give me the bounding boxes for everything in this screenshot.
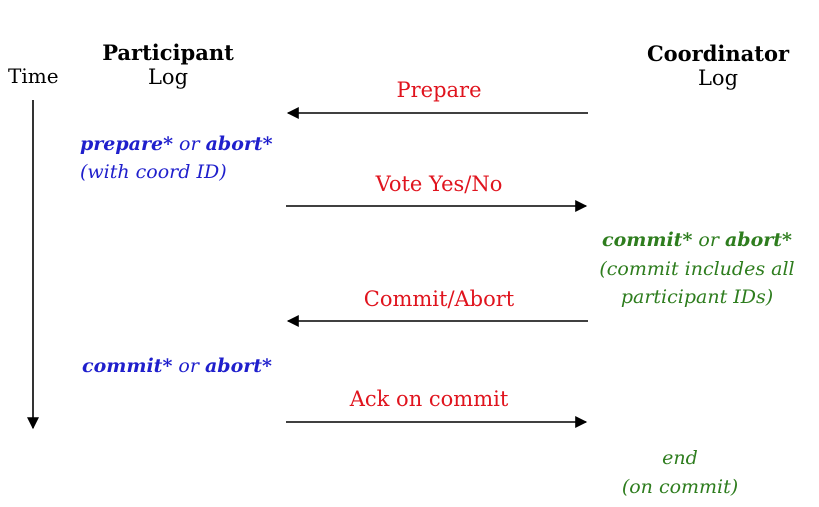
participant-log-label: Log bbox=[147, 65, 189, 89]
participant-log-entry-prepare: prepare* or abort* bbox=[80, 133, 273, 155]
keyword-prepare: prepare* bbox=[80, 133, 174, 155]
coordinator-log-note-line2: participant IDs) bbox=[620, 286, 774, 308]
coordinator-header: Coordinator Log bbox=[638, 41, 798, 90]
keyword-abort: abort* bbox=[205, 133, 273, 155]
coordinator-log-label: Log bbox=[697, 66, 739, 90]
vote-message-label: Vote Yes/No bbox=[375, 172, 503, 196]
time-label: Time bbox=[8, 64, 59, 88]
participant-title: Participant bbox=[102, 40, 234, 65]
coordinator-log-note-line1: (commit includes all bbox=[599, 258, 795, 280]
coordinator-title: Coordinator bbox=[646, 41, 790, 66]
keyword-abort: abort* bbox=[205, 355, 272, 377]
coordinator-log-entry-end-note: (on commit) bbox=[621, 476, 739, 498]
participant-header: Participant Log bbox=[98, 40, 238, 89]
keyword-abort: abort* bbox=[725, 229, 792, 251]
or-text: or bbox=[172, 355, 205, 377]
prepare-message-label: Prepare bbox=[396, 78, 482, 102]
participant-log-entry-commit: commit* or abort* bbox=[82, 355, 272, 377]
coordinator-log-entry-commit: commit* or abort* bbox=[592, 229, 802, 251]
keyword-commit: commit* bbox=[602, 229, 693, 251]
keyword-commit: commit* bbox=[82, 355, 173, 377]
coordinator-log-entry-end: end bbox=[662, 447, 698, 469]
or-text: or bbox=[692, 229, 725, 251]
participant-log-note: (with coord ID) bbox=[80, 161, 227, 183]
ack-message-label: Ack on commit bbox=[349, 387, 509, 411]
commit-abort-message-label: Commit/Abort bbox=[363, 287, 515, 311]
or-text: or bbox=[173, 133, 206, 155]
